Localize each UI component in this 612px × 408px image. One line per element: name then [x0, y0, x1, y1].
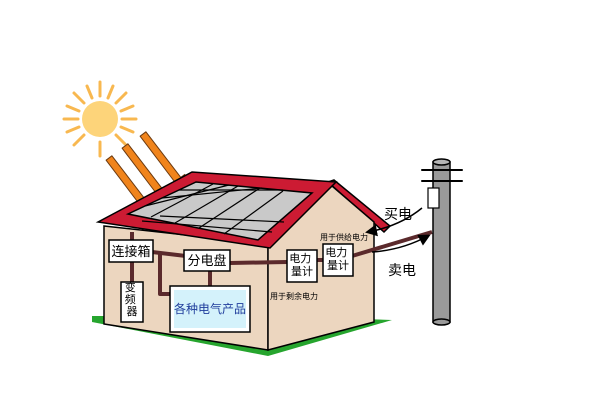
surplus-power-label: 用于剩余电力 [270, 291, 318, 301]
distribution-board: 分电盘 [183, 249, 231, 272]
sun-icon [62, 80, 138, 158]
sell-arrow [371, 234, 431, 253]
solar-panel [125, 181, 314, 241]
power-meter-1-label: 电力 量计 [289, 252, 315, 278]
supply-power-label: 用于供给电力 [320, 232, 368, 242]
inverter: 变 频 器 [120, 280, 144, 323]
inverter-label: 变 频 器 [125, 280, 140, 318]
power-meter-1: 电力 量计 [286, 249, 318, 283]
distribution-board-label: 分电盘 [187, 253, 226, 269]
appliances-label: 各种电气产品 [174, 301, 246, 316]
junction-box-label: 连接箱 [111, 244, 150, 260]
sell-power-label: 卖电 [388, 263, 416, 279]
power-meter-2: 电力 量计 [322, 243, 354, 277]
appliances-panel: 各种电气产品 [169, 285, 251, 333]
buy-arrow [365, 207, 423, 237]
utility-pole-icon [421, 158, 463, 326]
buy-power-label: 买电 [384, 207, 412, 223]
junction-box: 连接箱 [108, 239, 154, 263]
power-meter-2-label: 电力 量计 [325, 246, 351, 272]
